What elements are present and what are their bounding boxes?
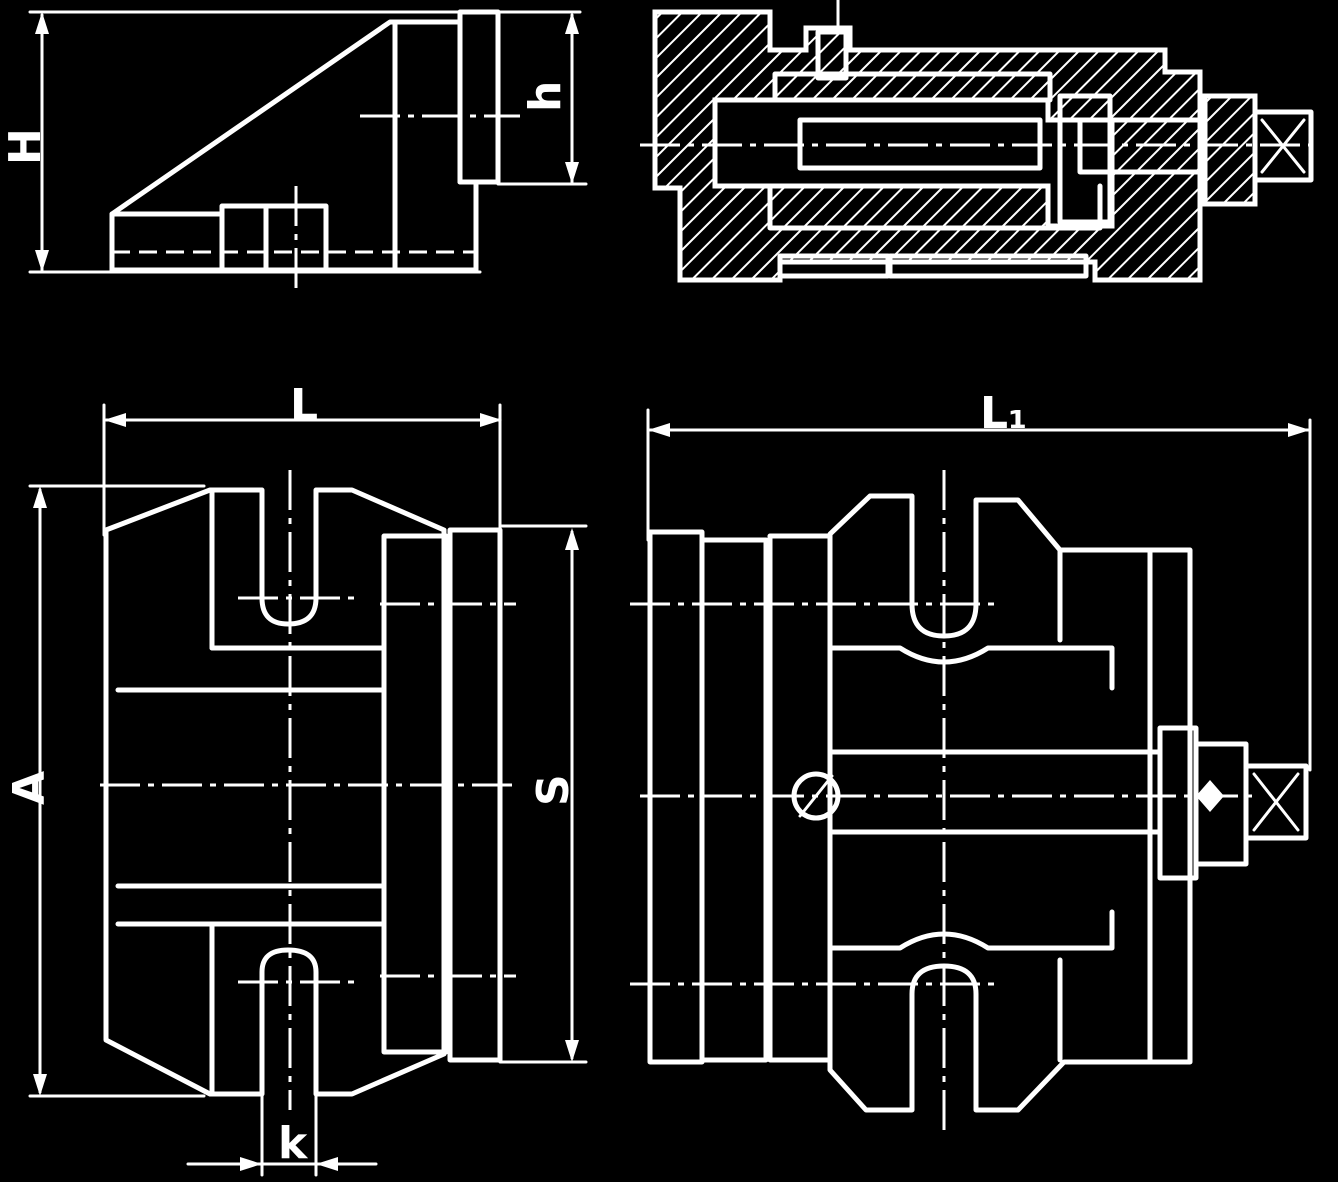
dimension-label-S: S: [528, 774, 579, 806]
dimension-label-L1: L₁: [980, 388, 1027, 439]
section-view: [640, 0, 1314, 283]
plan-view-with-drive: L₁: [630, 388, 1312, 1136]
side-view: H h: [0, 9, 588, 296]
dimension-label-A: A: [4, 771, 55, 805]
dimension-label-L: L: [290, 380, 318, 431]
dimension-label-H: H: [0, 128, 51, 165]
dimension-label-k: k: [278, 1118, 309, 1169]
plan-view: L A S: [4, 380, 588, 1177]
dimension-label-h: h: [520, 81, 571, 112]
